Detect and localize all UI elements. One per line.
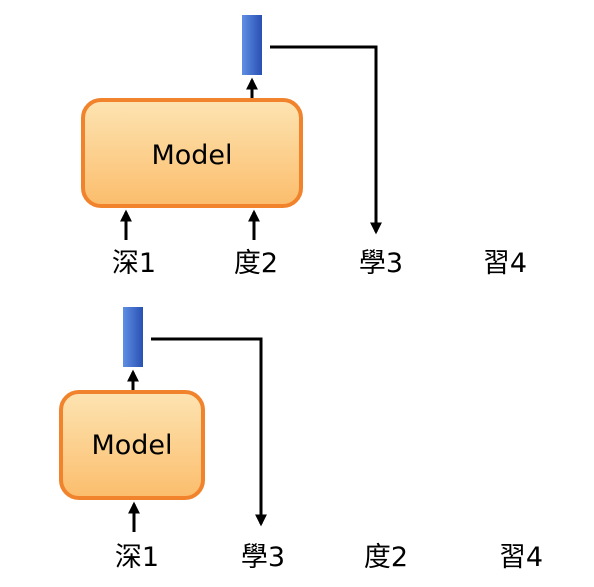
bottom-model-label: Model [91,430,172,461]
bottom-token-1: 深1 [115,542,159,573]
top-feedback-arrow [270,45,382,235]
top-model-label: Model [151,140,232,171]
bottom-token-4: 習4 [499,542,543,573]
bottom-diagram: Model 深1 學3 度2 習4 [59,307,543,573]
top-token-1: 深1 [112,248,156,279]
top-output-vector [242,15,262,75]
bottom-model-box [59,390,205,500]
top-diagram: Model 深1 度2 學3 習4 [81,15,527,279]
bottom-feedback-arrow [151,337,267,527]
top-model-box [81,98,303,208]
bottom-token-2: 學3 [241,542,285,573]
top-token-4: 習4 [483,248,527,279]
bottom-output-vector [123,307,143,367]
top-token-3: 學3 [359,248,403,279]
top-token-2: 度2 [234,248,278,279]
bottom-token-3: 度2 [364,542,408,573]
